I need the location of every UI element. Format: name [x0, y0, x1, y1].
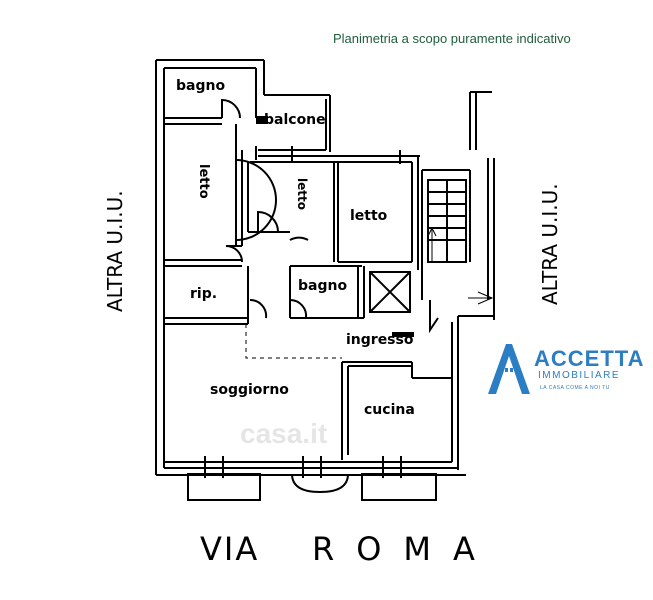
label-bagno-top: bagno — [176, 78, 225, 94]
label-cucina: cucina — [364, 402, 415, 418]
agency-logo: ACCETTA IMMOBILIARE LA CASA COME A NOI T… — [484, 340, 643, 400]
logo-tagline: LA CASA COME A NOI TU — [540, 385, 610, 391]
label-rip: rip. — [190, 286, 217, 302]
label-ingresso: ingresso — [346, 332, 414, 348]
balcony-right — [361, 473, 437, 501]
label-balcone: balcone — [264, 112, 326, 128]
balcony-mid — [291, 473, 349, 494]
door-bagno-mid — [289, 298, 308, 319]
dashed-divider — [245, 324, 342, 359]
door-corridor-2 — [257, 210, 279, 233]
label-side-left: ALTRA U.I.U. — [103, 190, 127, 312]
street-word-via: VIA — [200, 530, 260, 568]
shaft-x2 — [369, 271, 411, 313]
label-side-right: ALTRA U.I.U. — [538, 183, 562, 305]
plan-disclaimer: Planimetria a scopo puramente indicativo — [333, 31, 571, 46]
logo-a-icon — [488, 344, 530, 394]
sliding-door-cucina — [392, 332, 414, 337]
stair-arrow-head — [427, 226, 437, 237]
door-letto — [235, 159, 277, 241]
label-letto-right: letto — [350, 208, 388, 224]
door-bagno — [221, 98, 241, 119]
label-letto-left: letto — [196, 164, 211, 199]
watermark: casa.it — [240, 418, 328, 449]
label-bagno-mid: bagno — [298, 278, 347, 294]
sliding-door-balcone — [256, 116, 268, 124]
door-corridor-3 — [289, 236, 309, 241]
shaft — [369, 271, 411, 313]
label-letto-mid: letto — [295, 178, 309, 210]
door-rip — [249, 298, 268, 319]
door-entrance — [429, 300, 439, 334]
label-soggiorno: soggiorno — [210, 382, 289, 398]
logo-name: ACCETTA — [534, 346, 645, 371]
door-corridor-1 — [225, 245, 243, 263]
street-word-roma: ROMA — [312, 530, 497, 568]
logo-subtitle: IMMOBILIARE — [538, 370, 621, 381]
